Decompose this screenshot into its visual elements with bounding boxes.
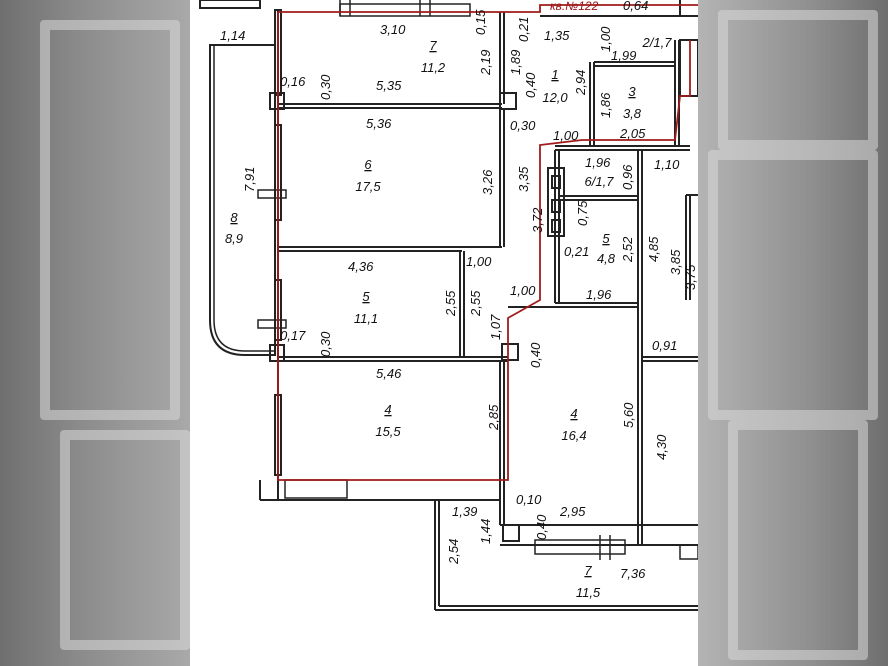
- walls: [199, 0, 698, 611]
- blurred-right-backdrop: [698, 0, 888, 666]
- apartment-boundary: [277, 4, 698, 481]
- dimension: 7,36: [620, 566, 646, 581]
- dimension: 1,96: [586, 287, 612, 302]
- dimension: 0,10: [516, 492, 542, 507]
- dimension: 0,15: [473, 9, 488, 35]
- dimension: 2,52: [620, 236, 635, 263]
- dimension: 2,85: [486, 404, 501, 431]
- room-area: 17,5: [355, 179, 381, 194]
- window-marks: [257, 0, 698, 560]
- dimension: 0,21: [516, 17, 531, 42]
- room-id: 6: [364, 157, 372, 172]
- dimension: 1,07: [488, 314, 503, 340]
- dimension: 1,00: [466, 254, 492, 269]
- dimension: 3,26: [480, 169, 495, 195]
- corner-dimension: 0,64: [623, 0, 648, 13]
- dimension: 0,40: [534, 514, 549, 540]
- dimension: 0,30: [510, 118, 536, 133]
- dimension: 3,72: [530, 207, 545, 233]
- room-id: 5: [602, 231, 610, 246]
- room-area: 11,5: [576, 585, 601, 600]
- dimension: 4,30: [654, 434, 669, 460]
- dimension: 0,16: [280, 74, 306, 89]
- dimension: 3,75: [683, 264, 698, 290]
- dimension: 7,91: [242, 167, 257, 192]
- dimension: 2,19: [478, 50, 493, 76]
- dimension: 5,36: [366, 116, 392, 131]
- room-id: 4: [384, 402, 391, 417]
- room-id: 4: [570, 406, 577, 421]
- dimension: 5,46: [376, 366, 402, 381]
- dimension: 4,36: [348, 259, 374, 274]
- room-area: 11,2: [421, 60, 446, 75]
- dimension: 1,00: [553, 128, 579, 143]
- balcony-outline: [209, 44, 276, 356]
- dimension: 1,39: [452, 504, 477, 519]
- room-id: 8: [230, 210, 238, 225]
- dimension: 2,05: [619, 126, 646, 141]
- room-id: 5: [362, 289, 370, 304]
- blurred-left-backdrop: [0, 0, 190, 666]
- dimension: 5,35: [376, 78, 402, 93]
- dimension: 1,44: [478, 519, 493, 544]
- floor-plan: кв.№122 0,64 7 11,2 1 12,0 3 3,8 2/1,7 6…: [190, 0, 698, 666]
- room-id: 1: [551, 67, 558, 82]
- room-id: 7: [584, 563, 592, 578]
- dimension: 2,54: [446, 539, 461, 565]
- dimension: 3,35: [516, 166, 531, 192]
- room-area: 3,8: [623, 106, 642, 121]
- dimension: 1,96: [585, 155, 611, 170]
- dimension-labels: 3,10 0,15 0,21 1,35 1,00 1,99 1,14 2,19 …: [220, 9, 698, 581]
- dimension: 0,30: [318, 74, 333, 100]
- dimension: 0,75: [575, 200, 590, 226]
- dimension: 1,10: [654, 157, 680, 172]
- dimension: 1,89: [508, 50, 523, 75]
- room-labels: 7 11,2 1 12,0 3 3,8 2/1,7 6 17,5 6/1,7 5…: [225, 35, 672, 600]
- dimension: 3,85: [668, 249, 683, 275]
- dimension: 0,30: [318, 331, 333, 357]
- dimension: 0,40: [528, 342, 543, 368]
- dimension: 0,91: [652, 338, 677, 353]
- dimension: 2,95: [559, 504, 586, 519]
- floor-plan-drawing: кв.№122 0,64 7 11,2 1 12,0 3 3,8 2/1,7 6…: [199, 0, 698, 611]
- dimension: 1,00: [598, 26, 613, 52]
- room-area: 12,0: [542, 90, 568, 105]
- apartment-number-label: кв.№122: [550, 0, 599, 13]
- dimension: 3,10: [380, 22, 406, 37]
- dimension: 1,99: [611, 48, 636, 63]
- dimension: 1,35: [544, 28, 570, 43]
- dimension: 1,14: [220, 28, 245, 43]
- columns: [269, 92, 565, 542]
- dimension: 2,94: [573, 70, 588, 96]
- dimension: 0,40: [523, 72, 538, 98]
- dimension: 0,96: [620, 164, 635, 190]
- dimension: 5,60: [621, 402, 636, 428]
- dimension: 0,21: [564, 244, 589, 259]
- room-id: 3: [628, 84, 636, 99]
- dimension: 2,55: [468, 290, 483, 317]
- room-area: 15,5: [375, 424, 401, 439]
- room-id: 7: [429, 38, 437, 53]
- room-area: 8,9: [225, 231, 243, 246]
- room-id: 6/1,7: [585, 174, 615, 189]
- dimension: 4,85: [646, 236, 661, 262]
- dimension: 2,55: [443, 290, 458, 317]
- dimension: 1,00: [510, 283, 536, 298]
- dimension: 1,86: [598, 92, 613, 118]
- dimension: 0,17: [280, 328, 306, 343]
- room-id: 2/1,7: [642, 35, 673, 50]
- room-area: 4,8: [597, 251, 616, 266]
- room-area: 11,1: [354, 311, 378, 326]
- room-area: 16,4: [561, 428, 586, 443]
